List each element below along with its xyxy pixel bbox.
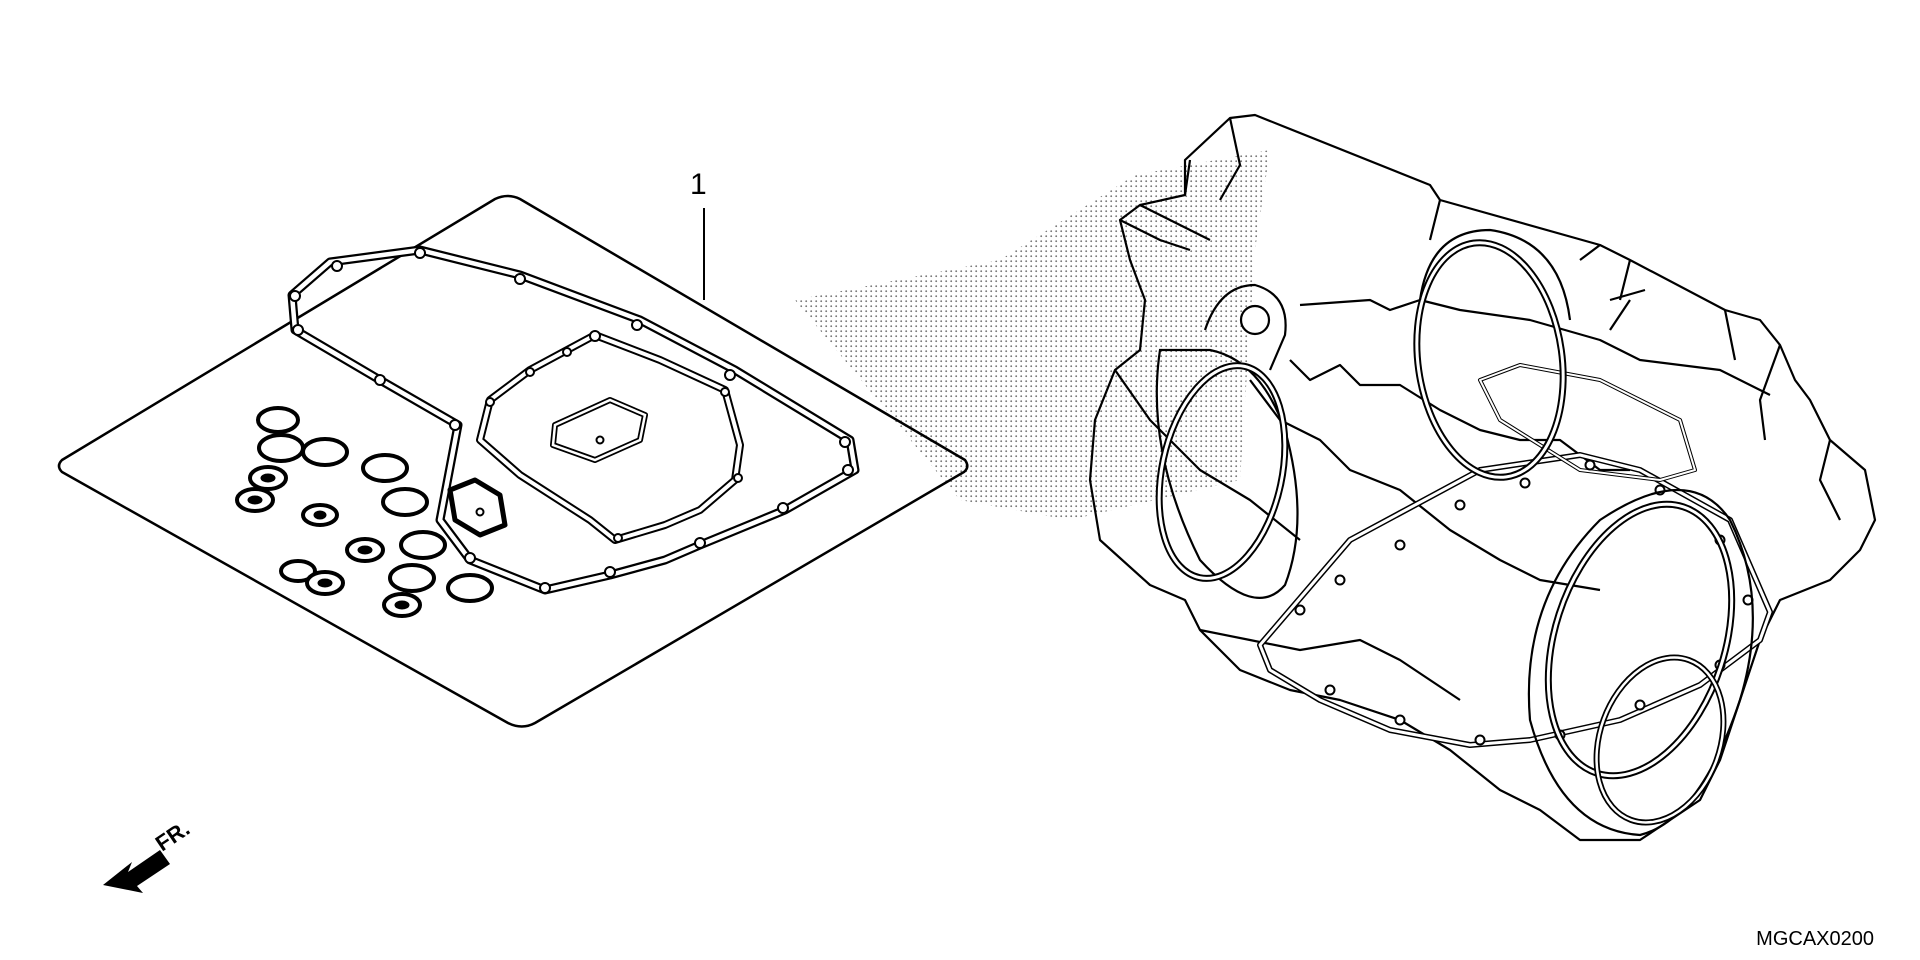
engine-block-outline [1088,113,1877,842]
cylinder-bore-middle [1413,228,1572,481]
bolt-holes [289,247,854,594]
oil-seals [235,465,422,618]
front-direction-label: FR. [151,816,194,857]
diagram-code: MGCAX0200 [1756,928,1874,950]
inner-pan-gasket [476,331,744,544]
gasket-kit-sheet [57,194,969,728]
strainer-gasket [550,397,648,463]
part-number-label: 1 [690,168,707,201]
dotted-shading-area [795,150,1270,520]
crankcase-gasket-holes [1294,459,1754,746]
oil-pan-gasket [287,245,860,595]
crankcase-gasket [1257,363,1773,748]
cylinder-bore-left [1155,283,1299,599]
o-rings [256,406,494,603]
front-direction-arrow [103,850,170,893]
cover-gasket [447,477,508,538]
cylinder-bore-right [1527,489,1754,837]
